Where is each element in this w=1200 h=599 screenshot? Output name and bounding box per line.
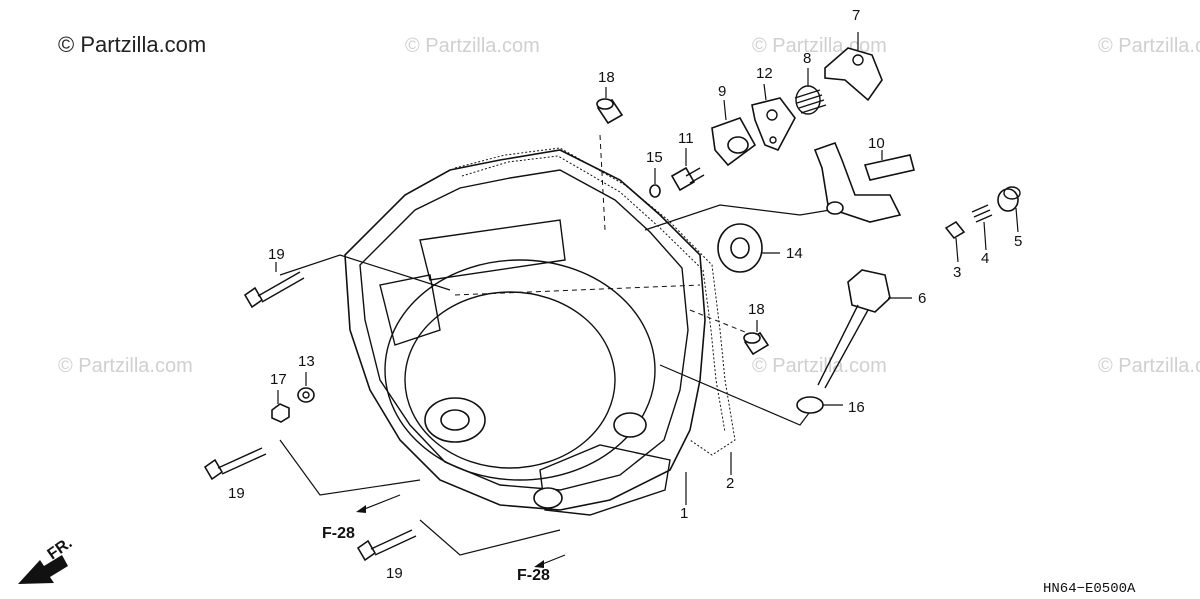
bolt-19-mid xyxy=(203,447,267,481)
watermark: © Partzilla.com xyxy=(58,355,193,377)
callout-10: 10 xyxy=(868,135,885,152)
callout-4: 4 xyxy=(981,250,989,267)
callout-14: 14 xyxy=(786,245,803,262)
spring-8 xyxy=(794,85,827,115)
reference-front: FR. xyxy=(45,535,76,564)
reference-f28-left: F-28 xyxy=(322,525,355,542)
callout-11: 11 xyxy=(678,130,694,147)
washer-15 xyxy=(649,184,661,198)
callout-15: 15 xyxy=(646,149,663,166)
bolt-19-upper xyxy=(243,271,305,309)
bolt-3 xyxy=(944,220,966,240)
diagram-code: HN64−E0500A xyxy=(1043,581,1136,597)
nut-17 xyxy=(271,403,290,423)
callout-17: 17 xyxy=(270,371,287,388)
bearing-14 xyxy=(717,223,763,273)
watermark: © Partzilla.com xyxy=(1098,35,1200,57)
watermark: © Partzilla.com xyxy=(752,355,887,377)
callout-19-lower: 19 xyxy=(386,565,403,582)
callout-2: 2 xyxy=(726,475,734,492)
bolt-11 xyxy=(670,166,705,192)
reference-f28-bottom: F-28 xyxy=(517,567,550,584)
part-7 xyxy=(824,47,883,102)
plate-12 xyxy=(751,97,796,152)
callout-6: 6 xyxy=(918,290,926,307)
crankcase-cover xyxy=(344,149,706,516)
dipstick-6 xyxy=(817,269,891,389)
callout-8: 8 xyxy=(803,50,811,67)
dowel-pin-18-upper xyxy=(596,98,624,125)
watermark: © Partzilla.com xyxy=(1098,355,1200,377)
callout-19-upper: 19 xyxy=(268,246,285,263)
callout-7: 7 xyxy=(852,7,860,24)
shift-arm-10 xyxy=(813,141,915,223)
callout-5: 5 xyxy=(1014,233,1022,250)
spring-4 xyxy=(971,204,993,223)
callout-12: 12 xyxy=(756,65,773,82)
callout-18-upper: 18 xyxy=(598,69,615,86)
callout-3: 3 xyxy=(953,264,961,281)
callout-13: 13 xyxy=(298,353,315,370)
washer-13 xyxy=(297,387,315,403)
callout-18-lower: 18 xyxy=(748,301,765,318)
callout-1: 1 xyxy=(680,505,688,522)
callout-16: 16 xyxy=(848,399,865,416)
plug-5 xyxy=(997,186,1021,212)
callout-9: 9 xyxy=(718,83,726,100)
front-arrow-icon xyxy=(18,555,68,584)
bolt-19-lower xyxy=(356,529,417,562)
callout-19-mid: 19 xyxy=(228,485,245,502)
o-ring-16 xyxy=(796,396,824,414)
watermark: © Partzilla.com xyxy=(405,35,540,57)
part-9 xyxy=(711,117,757,167)
watermark-main: © Partzilla.com xyxy=(58,32,206,57)
dowel-pin-18-lower xyxy=(743,331,770,356)
gasket xyxy=(454,147,736,456)
